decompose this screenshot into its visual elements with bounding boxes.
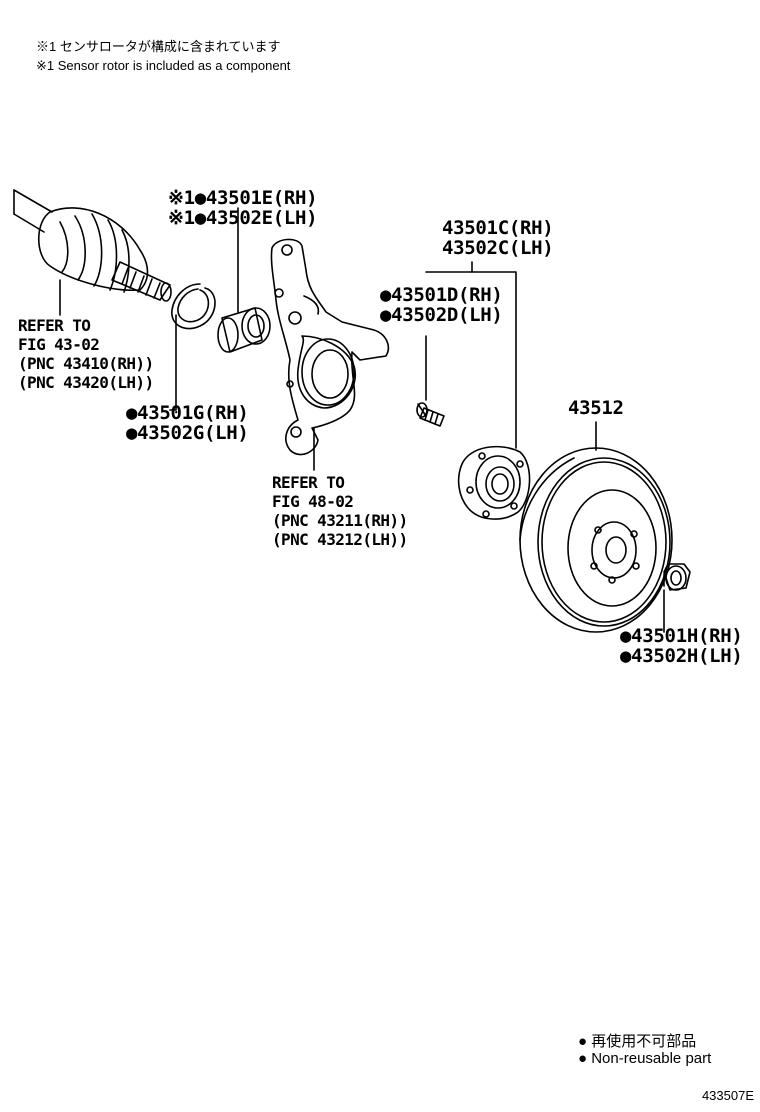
label-43501e: ※1●43501E(RH) xyxy=(168,187,318,209)
label-43502e: ※1●43502E(LH) xyxy=(168,207,318,229)
ref-knuckle: REFER TO FIG 48-02 (PNC 43211(RH)) (PNC … xyxy=(272,473,408,549)
legend-english: ● Non-reusable part xyxy=(578,1050,712,1067)
hub-bearing xyxy=(217,307,271,353)
label-43501c: 43501C(RH) xyxy=(442,217,554,239)
drive-shaft-assembly xyxy=(13,189,172,302)
ref-driveshaft: REFER TO FIG 43-02 (PNC 43410(RH)) (PNC … xyxy=(18,316,154,392)
axle-hub xyxy=(457,445,531,520)
leader-hub xyxy=(425,271,517,449)
label-43502c: 43502C(LH) xyxy=(442,237,554,259)
legend-japanese: ● 再使用不可部品 xyxy=(578,1033,697,1050)
label-43512: 43512 xyxy=(568,397,624,419)
leader-snap-ring xyxy=(169,314,177,411)
figure-id: 433507E xyxy=(701,1088,754,1103)
note-japanese: ※1 センサロータが構成に含まれています xyxy=(36,39,281,54)
label-43502d: ●43502D(LH) xyxy=(380,304,503,326)
disc-rotor xyxy=(519,447,673,633)
lock-nut xyxy=(663,563,691,591)
label-43502g: ●43502G(LH) xyxy=(126,422,249,444)
label-43501g: ●43501G(RH) xyxy=(126,402,249,424)
snap-ring xyxy=(171,283,216,330)
label-43502h: ●43502H(LH) xyxy=(620,645,743,667)
label-43501h: ●43501H(RH) xyxy=(620,625,743,647)
hub-bolt xyxy=(416,402,445,427)
steering-knuckle xyxy=(270,238,390,456)
note-english: ※1 Sensor rotor is included as a compone… xyxy=(36,58,291,73)
label-43501d: ●43501D(RH) xyxy=(380,284,503,306)
